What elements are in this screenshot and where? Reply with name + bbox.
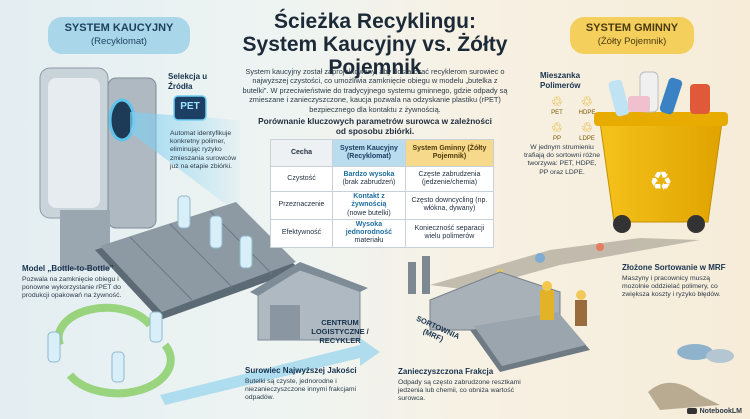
resin-code-pp-text: PP — [552, 136, 561, 142]
quality-text: Butelki są czyste, jednorodne i niezanie… — [245, 378, 357, 402]
recycle-icon: ♲ — [551, 120, 563, 135]
warehouse-icon — [250, 262, 368, 341]
selection-label: Selekcja u Źródła — [168, 72, 208, 91]
resin-code-pet-text: PET — [551, 110, 563, 116]
table-cell-municipal: Konieczność separacji wielu polimerów — [404, 218, 495, 248]
dirty-bottles-icon — [648, 344, 734, 410]
table-cell-deposit-bold: Wysoka jednorodność — [345, 220, 393, 237]
table-row: Przeznaczenie Kontakt z żywnością(nowe b… — [270, 191, 495, 220]
resin-code-hdpe-text: HDPE — [578, 110, 596, 116]
recycle-icon: ♲ — [581, 94, 593, 109]
yellow-bin-icon: ♻ — [594, 112, 728, 233]
selection-text: Automat identyfikuje konkretny polimer, … — [170, 130, 237, 170]
mrf-sorting-text: Maszyny i pracownicy muszą mozolnie oddz… — [622, 275, 721, 299]
table-header-municipal: System Gminny (Żółty Pojemnik) — [404, 139, 495, 167]
contaminated-label: Zanieczyszczona Frakcja — [398, 367, 494, 376]
recycling-machine-icon — [39, 67, 240, 270]
resin-code-pp: ♲PP — [544, 120, 570, 142]
circular-arrow-icon — [54, 303, 175, 398]
table-cell-deposit-bold: Kontakt z żywnością — [351, 193, 387, 209]
table-header-deposit: System Kaucyjny (Recyklomat) — [332, 139, 406, 167]
brand-footer: NotebookLM — [686, 408, 742, 415]
table-cell-municipal: Często downcycling (np. włókna, dywany) — [404, 191, 495, 220]
polymer-mix-label: Mieszanka Polimerów — [540, 71, 581, 90]
resin-code-hdpe: ♲HDPE — [574, 94, 600, 116]
recycle-icon: ♲ — [581, 120, 593, 135]
table-cell-deposit-rest: (brak zabrudzeń) — [342, 179, 396, 186]
table-cell-municipal: Częste zabrudzenia (jedzenie/chemia) — [404, 166, 495, 192]
resin-codes-grid: ♲PET ♲HDPE ♲PP ♲LDPE — [544, 94, 600, 142]
mrf-sorting-label: Złożone Sortowanie w MRF — [622, 263, 726, 272]
title-line-1: Ścieżka Recyklingu: — [274, 10, 476, 33]
table-header-row: Cecha System Kaucyjny (Recyklomat) Syste… — [270, 139, 495, 167]
table-cell-deposit-rest: (nowe butelki) — [347, 209, 391, 217]
table-cell-deposit: Kontakt z żywnością(nowe butelki) — [332, 191, 406, 220]
notebooklm-logo-icon — [686, 408, 697, 415]
page-title: Ścieżka Recyklingu: System Kaucyjny vs. … — [225, 10, 525, 79]
municipal-system-badge: SYSTEM GMINNY (Żółty Pojemnik) — [570, 17, 694, 54]
contaminated-text: Odpady są często zabrudzone resztkami je… — [398, 379, 521, 403]
deposit-system-badge: SYSTEM KAUCYJNY (Recyklomat) — [48, 17, 190, 54]
table-cell-feature: Przeznaczenie — [270, 191, 333, 220]
polymer-mix-text: W jednym strumieniu trafiają do sortowni… — [524, 144, 600, 176]
intro-text: System kaucyjny został zaprojektowany, a… — [242, 67, 508, 114]
resin-code-pet: ♲PET — [544, 94, 570, 116]
table-cell-feature: Efektywność — [270, 218, 333, 248]
table-title: Porównanie kluczowych parametrów surowca… — [258, 116, 492, 136]
table-cell-deposit-rest: materiału — [354, 237, 384, 245]
table-cell-deposit: Bardzo wysoka(brak zabrudzeń) — [332, 166, 406, 192]
brand-footer-text: NotebookLM — [699, 408, 742, 415]
deposit-system-name: SYSTEM KAUCYJNY — [64, 22, 174, 34]
logistics-center-label: CENTRUM LOGISTYCZNE / RECYKLER — [311, 318, 369, 345]
table-cell-deposit-bold: Bardzo wysoka — [343, 170, 395, 178]
bottle-to-bottle-text: Pozwala na zamknięcie obiegu i ponowne w… — [22, 276, 122, 300]
municipal-system-subtitle: (Żółty Pojemnik) — [597, 36, 667, 47]
bottle-to-bottle-label: Model „Bottle-to-Bottle” — [22, 264, 114, 273]
deposit-system-subtitle: (Recyklomat) — [91, 36, 147, 47]
flow-arrow-icon — [160, 338, 380, 405]
resin-code-ldpe-text: LDPE — [579, 136, 595, 142]
resin-code-ldpe: ♲LDPE — [574, 120, 600, 142]
pet-screen-icon — [173, 95, 207, 121]
comparison-table: Cecha System Kaucyjny (Recyklomat) Syste… — [270, 139, 495, 248]
title-line-2: System Kaucyjny vs. Żółty Pojemnik — [242, 33, 508, 79]
municipal-system-name: SYSTEM GMINNY — [585, 22, 679, 34]
sorting-facility-icon — [408, 256, 590, 372]
pet-screen-text: PET — [180, 101, 200, 112]
table-cell-feature: Czystość — [270, 166, 333, 192]
bottle-icon — [47, 311, 163, 383]
recycle-icon: ♲ — [551, 94, 563, 109]
table-header-feature: Cecha — [270, 139, 333, 167]
bottle-icon — [177, 195, 253, 269]
table-row: Czystość Bardzo wysoka(brak zabrudzeń) C… — [270, 166, 495, 192]
svg-text:♻: ♻ — [649, 167, 672, 197]
mixed-waste-icon — [608, 71, 710, 117]
quality-label: Surowiec Najwyższej Jakości — [245, 366, 357, 375]
